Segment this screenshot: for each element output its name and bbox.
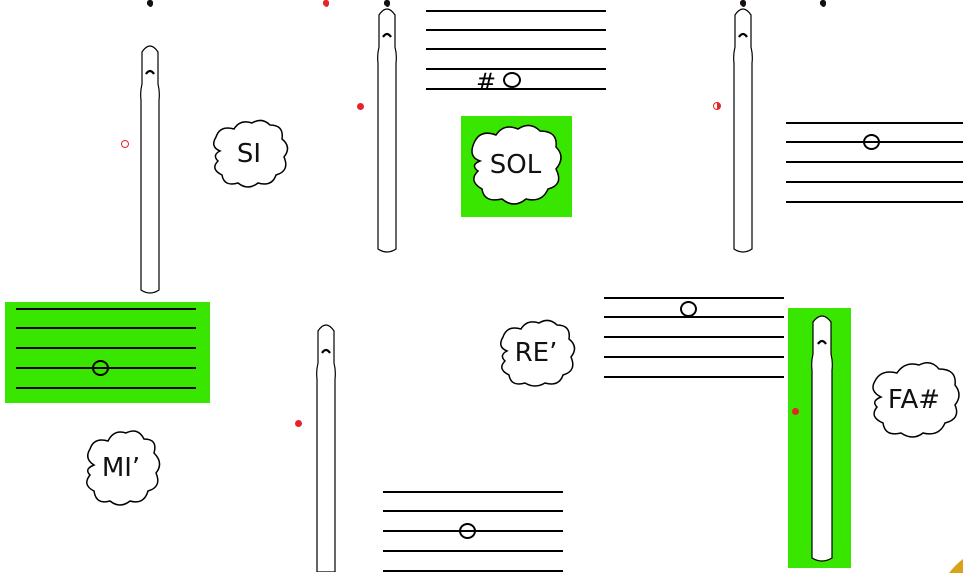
- recorder-body: [138, 44, 162, 296]
- thumb-hole: [121, 140, 129, 148]
- thumb-hole: [295, 420, 302, 427]
- cloud-sol[interactable]: SOL: [464, 121, 567, 209]
- finger-hole: [741, 0, 746, 7]
- thumb-hole-half: [713, 102, 721, 110]
- recorder-body: [314, 323, 338, 572]
- recorder-5[interactable]: [809, 314, 835, 564]
- recorder-2[interactable]: [375, 7, 399, 255]
- finger-hole: [324, 0, 329, 7]
- recorder-4[interactable]: [314, 323, 338, 572]
- finger-hole: [385, 0, 390, 7]
- recorder-body: [809, 314, 835, 564]
- staff-5[interactable]: [383, 491, 563, 573]
- note-head: [459, 523, 476, 539]
- cloud-label: SI: [206, 139, 292, 169]
- cloud-label: MI’: [80, 453, 162, 483]
- recorder-3[interactable]: [731, 7, 755, 255]
- cloud-label: FA#: [865, 385, 963, 415]
- corner-decoration: [949, 558, 963, 572]
- staff-1[interactable]: #: [426, 10, 606, 92]
- note-head: [503, 72, 521, 88]
- cloud-fa[interactable]: FA#: [865, 359, 963, 441]
- finger-hole: [821, 0, 826, 7]
- cloud-label: SOL: [464, 150, 567, 180]
- recorder-body: [731, 7, 755, 255]
- thumb-hole: [792, 408, 799, 415]
- staff-2[interactable]: [786, 122, 963, 204]
- cloud-si[interactable]: SI: [206, 117, 292, 191]
- finger-hole: [148, 0, 153, 7]
- recorder-body: [375, 7, 399, 255]
- note-head: [92, 360, 109, 376]
- staff-3[interactable]: [16, 308, 196, 390]
- recorder-1[interactable]: [138, 44, 162, 296]
- note-head: [680, 301, 697, 317]
- cloud-mi[interactable]: MI’: [80, 427, 162, 509]
- cloud-re[interactable]: RE’: [493, 317, 579, 389]
- note-head: [863, 134, 880, 150]
- cloud-label: RE’: [493, 338, 579, 368]
- thumb-hole: [357, 103, 364, 110]
- sharp-sign: #: [476, 70, 496, 94]
- staff-4[interactable]: [604, 297, 784, 379]
